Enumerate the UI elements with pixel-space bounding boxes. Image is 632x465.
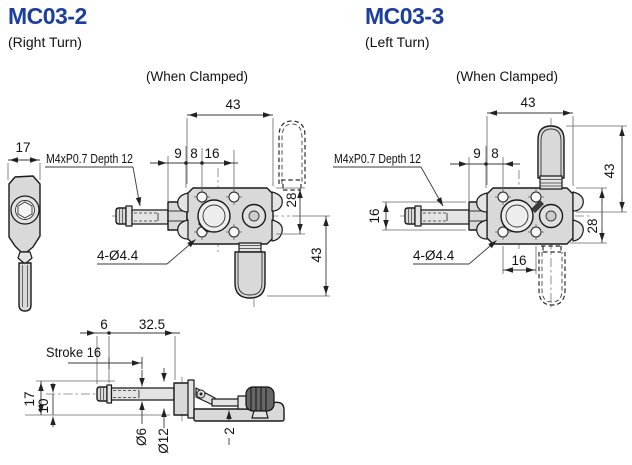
dim-43-side-group: 43 [267, 215, 330, 297]
dia-6-text: Ø6 [134, 428, 149, 446]
holes-label: 4-Ø4.4 [97, 248, 139, 263]
side-hex-socket [17, 201, 33, 219]
plunger-bore [202, 204, 226, 228]
hole [495, 224, 511, 240]
dim-width-top-group: 43 [186, 97, 274, 186]
hole [528, 224, 544, 240]
product-title-mc03-3: MC03-3 [365, 3, 444, 29]
holes-label: 4-Ø4.4 [413, 248, 455, 263]
rod-collar [106, 384, 113, 404]
pivot-pin [248, 210, 260, 222]
rod-shaft [131, 209, 169, 225]
rod-tip-cap [115, 207, 127, 225]
dim-16-bottom-text: 16 [511, 253, 526, 268]
dim-8-text: 8 [190, 146, 198, 161]
dim-28-group: 28 [276, 187, 305, 235]
dim-6-32-5-group: 6 32.5 [80, 317, 180, 384]
holes-callout-group: 4-Ø4.4 [97, 239, 196, 265]
plunger-bore [505, 204, 529, 228]
dim-10-text: 10 [36, 398, 51, 413]
dim-28-text: 28 [585, 218, 600, 233]
rod-collar [125, 205, 133, 227]
dim-43-side-text: 43 [309, 247, 324, 262]
retaining-clips [177, 191, 283, 242]
dim-43-side-text: 43 [602, 163, 617, 178]
rod-tip-cap [96, 386, 108, 402]
dim-43-side-group: 43 [566, 125, 627, 213]
dim-9-text: 9 [473, 146, 481, 161]
plunger-rod [115, 201, 188, 231]
dim-43-top-text: 43 [520, 95, 535, 110]
dim-6-text: 6 [100, 317, 108, 332]
dia-12-text: Ø12 [156, 428, 171, 454]
body-flange [187, 379, 195, 419]
bottom-side-view: 6 32.5 Stroke 16 [22, 317, 285, 454]
plunger-rod-side [96, 384, 175, 404]
dim-43-top-text: 43 [225, 97, 240, 112]
dim-17-10-group: 17 10 [22, 380, 170, 427]
holes-callout-group: 4-Ø4.4 [413, 240, 497, 265]
dim-17-text: 17 [15, 140, 30, 155]
dim-16-bottom-group: 16 [502, 246, 537, 274]
dim-9-8-group: 9 8 [450, 146, 520, 201]
rod-tip-cap [404, 207, 416, 225]
dim-28-group: 28 [570, 187, 607, 244]
mounting-holes [495, 189, 544, 240]
hole [226, 189, 242, 205]
handle-solid-down [234, 242, 266, 299]
stroke-dim-group: Stroke 16 [46, 345, 143, 369]
handle-solid-up [537, 125, 565, 190]
hole [495, 189, 511, 205]
stroke-label: Stroke 16 [46, 345, 101, 360]
dim-2-group: 2 [222, 410, 237, 445]
front-view-mc03-3: 43 9 8 16 [333, 95, 627, 310]
plunger-rod [404, 201, 488, 231]
dim-17-group: 17 [7, 140, 41, 180]
dim-9-8-16-group: 9 8 16 [150, 146, 238, 201]
dim-17-text: 17 [22, 391, 37, 406]
side-bore [15, 200, 35, 220]
product-title-mc03-2: MC03-2 [8, 3, 87, 29]
handle-phantom-up [278, 120, 306, 191]
dim-width-top-group: 43 [486, 95, 574, 186]
thread-label: M4xP0.7 Depth 12 [46, 152, 133, 166]
thread-callout-group: M4xP0.7 Depth 12 [333, 152, 444, 207]
dim-16-vertical-group: 16 [367, 201, 466, 231]
hole [528, 189, 544, 205]
product-mc03-3: MC03-3 (Left Turn) (When Clamped) [333, 3, 627, 310]
rod-collar [414, 205, 422, 227]
front-view-mc03-2: 43 9 8 16 28 [45, 97, 330, 307]
when-clamped-label-mc03-2: (When Clamped) [146, 69, 248, 84]
side-handle [18, 262, 32, 312]
rod-shaft [110, 387, 175, 401]
toggle-link [531, 200, 544, 213]
rod-shaft [420, 209, 470, 225]
dim-8-text: 8 [491, 146, 499, 161]
retaining-clips [476, 191, 584, 242]
grip-foot [251, 410, 269, 419]
hole [226, 224, 242, 240]
turn-direction-label-mc03-3: (Left Turn) [365, 34, 430, 50]
dim-32-5-text: 32.5 [139, 317, 165, 332]
thread-label: M4xP0.7 Depth 12 [334, 152, 421, 166]
dim-16-text: 16 [204, 146, 219, 161]
side-handle-neck [17, 251, 33, 265]
dim-16-vert-text: 16 [367, 208, 382, 223]
dim-2-text: 2 [222, 427, 237, 435]
pivot-pin [545, 210, 557, 222]
dia-6-group: Ø6 [134, 370, 149, 446]
dim-28-text: 28 [284, 192, 299, 207]
handle-mechanism-side [195, 386, 275, 419]
handle-phantom-down [538, 245, 566, 306]
dia-12-group: Ø12 [156, 368, 171, 454]
grip-barrel [245, 386, 275, 412]
product-mc03-2: MC03-2 (Right Turn) (When Clamped) 17 [7, 3, 330, 312]
turn-direction-label-mc03-2: (Right Turn) [8, 34, 82, 50]
side-view-mc03-2: 17 [7, 140, 41, 312]
thread-callout-group: M4xP0.7 Depth 12 [45, 152, 142, 207]
when-clamped-label-mc03-3: (When Clamped) [456, 69, 558, 84]
dim-9-text: 9 [174, 146, 182, 161]
